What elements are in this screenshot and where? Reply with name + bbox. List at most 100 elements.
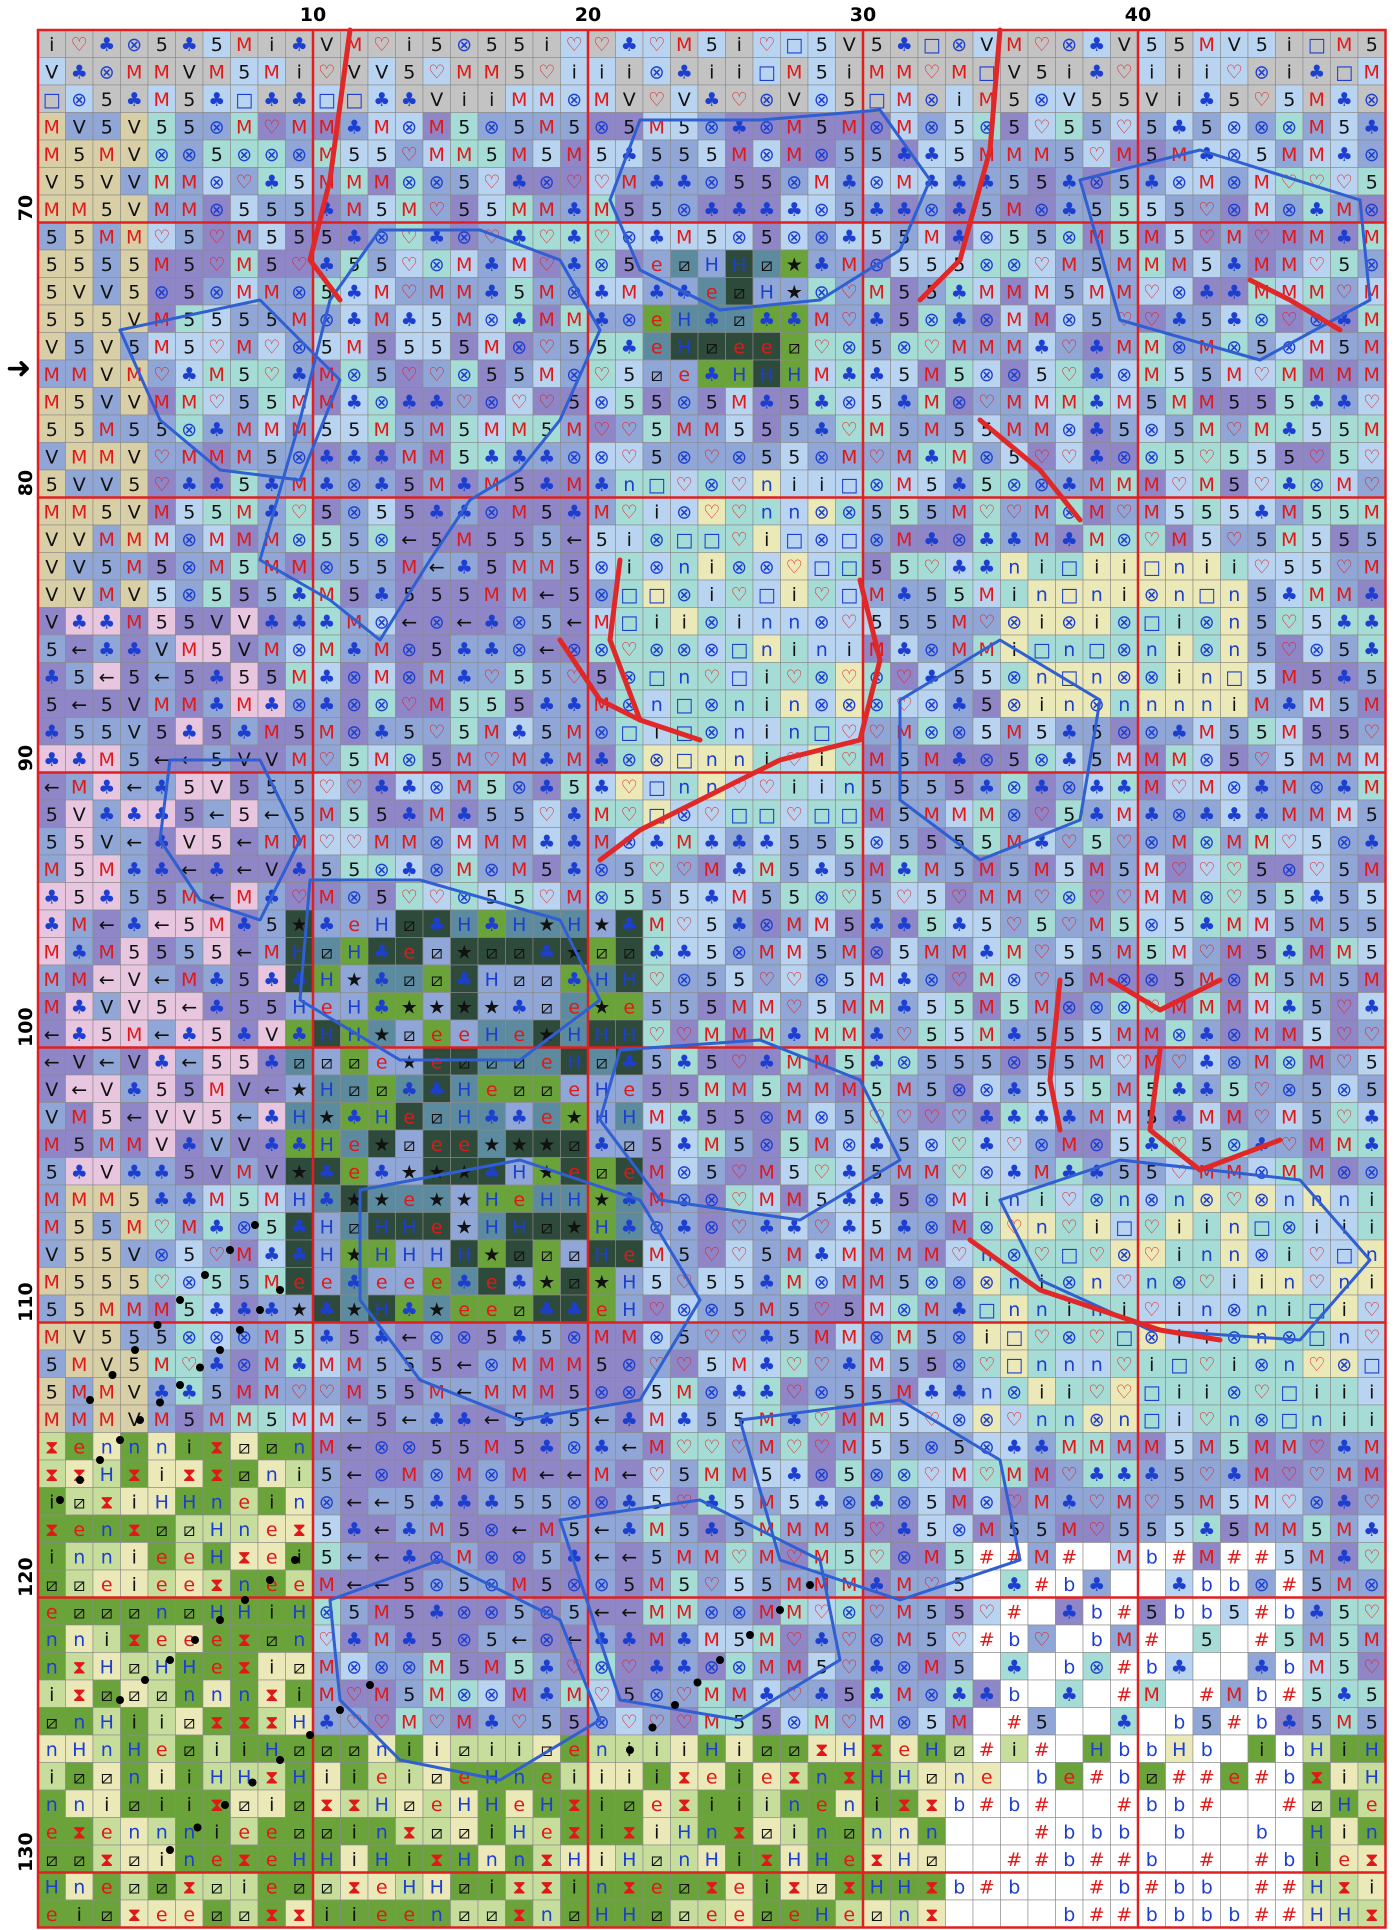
stitch-symbol: ⊗ — [181, 419, 197, 441]
stitch-symbol: ⊗ — [951, 721, 967, 743]
stitch-symbol: 5 — [293, 721, 305, 743]
stitch-symbol: ⊗ — [484, 501, 500, 523]
stitch-symbol: e — [678, 364, 690, 386]
stitch-symbol: 5 — [898, 501, 910, 523]
stitch-symbol: ♡ — [538, 886, 555, 908]
stitch-symbol: ♣ — [841, 226, 858, 248]
stitch-symbol: 5 — [1201, 254, 1213, 276]
stitch-symbol: □ — [923, 34, 941, 56]
stitch-symbol: ⊗ — [1281, 859, 1297, 881]
stitch-symbol: V — [128, 446, 141, 468]
stitch-symbol: M — [1309, 89, 1325, 111]
stitch-symbol: ⊗ — [1226, 199, 1242, 221]
stitch-cell — [1111, 1570, 1139, 1598]
stitch-symbol: V — [128, 721, 141, 743]
stitch-symbol: 5 — [73, 721, 85, 743]
stitch-symbol: H — [760, 281, 774, 303]
stitch-symbol: V — [980, 34, 993, 56]
stitch-symbol: 5 — [73, 144, 85, 166]
stitch-symbol: n — [1036, 584, 1048, 606]
stitch-symbol: 5 — [266, 199, 278, 221]
stitch-symbol: 5 — [1228, 89, 1240, 111]
stitch-symbol: ← — [566, 529, 582, 551]
stitch-symbol: 5 — [1146, 199, 1158, 221]
stitch-symbol: ⊗ — [209, 116, 225, 138]
stitch-symbol: ♣ — [1088, 61, 1105, 83]
stitch-symbol: ♣ — [566, 199, 583, 221]
stitch-symbol: ⊗ — [979, 749, 995, 771]
stitch-symbol: V — [238, 611, 251, 633]
stitch-symbol: ⊗ — [346, 474, 362, 496]
stitch-symbol: ♣ — [208, 89, 225, 111]
stitch-symbol: □ — [648, 474, 666, 496]
stitch-symbol: 5 — [1256, 666, 1268, 688]
stitch-symbol: ♡ — [703, 804, 720, 826]
stitch-symbol: M — [1364, 61, 1380, 83]
stitch-symbol: M — [1281, 529, 1297, 551]
stitch-symbol: ♡ — [428, 61, 445, 83]
stitch-symbol: 5 — [348, 529, 360, 551]
stitch-symbol: ♣ — [758, 831, 775, 853]
stitch-symbol: ♡ — [978, 391, 995, 413]
stitch-symbol: ♣ — [621, 34, 638, 56]
stitch-symbol: i — [1177, 666, 1182, 688]
stitch-symbol: 5 — [403, 61, 415, 83]
stitch-symbol: 5 — [211, 584, 223, 606]
stitch-symbol: ♣ — [731, 831, 748, 853]
stitch-symbol: 5 — [513, 34, 525, 56]
stitch-symbol: ← — [154, 914, 170, 936]
stitch-symbol: M — [731, 144, 747, 166]
stitch-symbol: V — [210, 776, 223, 798]
stitch-symbol: ♣ — [951, 281, 968, 303]
stitch-symbol: 5 — [156, 116, 168, 138]
stitch-symbol: ♡ — [1061, 914, 1078, 936]
stitch-symbol: M — [1364, 364, 1380, 386]
stitch-symbol: ♣ — [951, 914, 968, 936]
stitch-symbol: ♡ — [1363, 474, 1380, 496]
stitch-cell — [1028, 1900, 1056, 1928]
stitch-symbol: M — [1281, 364, 1297, 386]
stitch-symbol: V — [45, 446, 58, 468]
stitch-symbol: ⊗ — [456, 34, 472, 56]
stitch-symbol: ♣ — [208, 694, 225, 716]
stitch-symbol: 5 — [1366, 34, 1378, 56]
stitch-symbol: 5 — [568, 336, 580, 358]
stitch-symbol: ⊗ — [1336, 831, 1352, 853]
stitch-symbol: ← — [99, 666, 115, 688]
stitch-symbol: 5 — [1338, 501, 1350, 523]
stitch-cell — [1221, 1653, 1249, 1681]
stitch-symbol: i — [709, 61, 714, 83]
stitch-symbol: ⊗ — [1364, 144, 1380, 166]
stitch-symbol: □ — [345, 89, 363, 111]
stitch-symbol: M — [154, 199, 170, 221]
stitch-symbol: □ — [1143, 556, 1161, 578]
stitch-symbol: M — [429, 144, 445, 166]
stitch-cell — [1138, 1708, 1166, 1736]
stitch-symbol: M — [291, 556, 307, 578]
stitch-symbol: 5 — [376, 254, 388, 276]
stitch-symbol: 5 — [128, 474, 140, 496]
stitch-symbol: 5 — [541, 501, 553, 523]
stitch-symbol: M — [1199, 721, 1215, 743]
stitch-symbol: 5 — [1338, 336, 1350, 358]
stitch-symbol: 5 — [156, 584, 168, 606]
stitch-symbol: ♡ — [786, 556, 803, 578]
stitch-symbol: ⊗ — [291, 694, 307, 716]
stitch-symbol: M — [539, 199, 555, 221]
stitch-symbol: V — [45, 584, 58, 606]
stitch-symbol: ♣ — [786, 199, 803, 221]
stitch-symbol: ⊗ — [181, 144, 197, 166]
stitch-symbol: ⊗ — [401, 749, 417, 771]
stitch-symbol: 5 — [348, 556, 360, 578]
stitch-symbol: ♣ — [456, 804, 473, 826]
stitch-symbol: M — [1171, 831, 1187, 853]
stitch-symbol: 5 — [1008, 89, 1020, 111]
stitch-symbol: M — [621, 171, 637, 193]
stitch-symbol: ♣ — [483, 639, 500, 661]
stitch-symbol: ⊗ — [979, 254, 995, 276]
stitch-symbol: M — [236, 281, 252, 303]
stitch-symbol: i — [544, 34, 549, 56]
stitch-symbol: 5 — [761, 226, 773, 248]
stitch-symbol: ♣ — [1308, 61, 1325, 83]
stitch-symbol: n — [1146, 694, 1158, 716]
